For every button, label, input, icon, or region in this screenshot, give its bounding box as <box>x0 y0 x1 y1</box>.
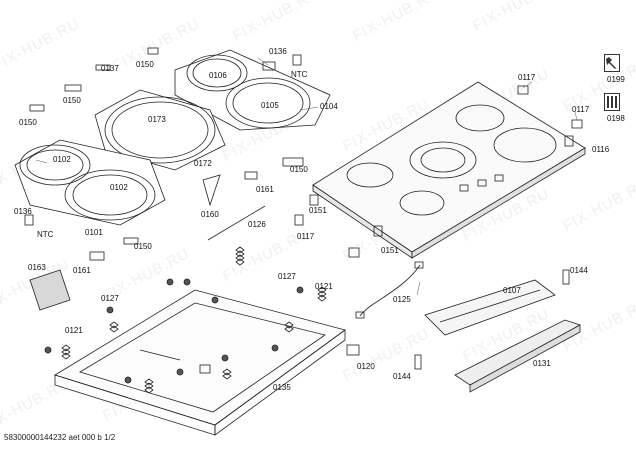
label-0150: 0150 <box>134 242 152 251</box>
label-0107: 0107 <box>503 286 521 295</box>
heating-tray-lower <box>14 139 166 226</box>
label-0101: 0101 <box>85 228 103 237</box>
label-0127: 0127 <box>278 272 296 281</box>
label-0163: 0163 <box>28 263 46 272</box>
label-0135: 0135 <box>273 383 291 392</box>
label-0125: 0125 <box>393 295 411 304</box>
control-board <box>424 279 556 336</box>
label-0161: 0161 <box>256 185 274 194</box>
label-0120: 0120 <box>357 362 375 371</box>
label-0199: 0199 <box>607 75 625 84</box>
tool-set-icon <box>604 93 620 111</box>
label-0117: 0117 <box>297 232 315 241</box>
label-0151: 0151 <box>381 246 399 255</box>
label-0116: 0116 <box>592 145 610 154</box>
label-0117: 0117 <box>518 73 536 82</box>
label-0127: 0127 <box>101 294 119 303</box>
label-0117: 0117 <box>572 105 590 114</box>
label-0121: 0121 <box>65 326 83 335</box>
label-0172: 0172 <box>194 159 212 168</box>
label-0105: 0105 <box>261 101 279 110</box>
cooktop-glass-panel <box>312 81 586 259</box>
label-ntc: NTC <box>291 70 308 79</box>
label-0136: 0136 <box>269 47 287 56</box>
label-0102: 0102 <box>110 183 128 192</box>
wrench-icon <box>604 54 620 72</box>
spring-pins <box>44 246 327 394</box>
label-0106: 0106 <box>209 71 227 80</box>
label-0121: 0121 <box>315 282 333 291</box>
label-0198: 0198 <box>607 114 625 123</box>
label-0173: 0173 <box>148 115 166 124</box>
label-0150: 0150 <box>136 60 154 69</box>
label-0161: 0161 <box>73 266 91 275</box>
control-cover <box>454 319 581 393</box>
wiring-harness <box>355 261 424 319</box>
label-0126: 0126 <box>248 220 266 229</box>
label-0144: 0144 <box>393 372 411 381</box>
label-ntc: NTC <box>37 230 54 239</box>
label-0150: 0150 <box>19 118 37 127</box>
label-0151: 0151 <box>309 206 327 215</box>
label-0150: 0150 <box>290 165 308 174</box>
heating-tray-upper <box>174 49 331 131</box>
document-footer: 58300000144232 aet 000 b 1/2 <box>4 433 116 442</box>
label-0137: 0137 <box>101 64 119 73</box>
bottom-frame <box>54 289 346 436</box>
label-0131: 0131 <box>533 359 551 368</box>
label-0102: 0102 <box>53 155 71 164</box>
label-0136: 0136 <box>14 207 32 216</box>
small-parts <box>24 47 583 370</box>
label-0160: 0160 <box>201 210 219 219</box>
label-0104: 0104 <box>320 102 338 111</box>
label-0144: 0144 <box>570 266 588 275</box>
label-0150: 0150 <box>63 96 81 105</box>
leader-lines <box>35 57 578 296</box>
